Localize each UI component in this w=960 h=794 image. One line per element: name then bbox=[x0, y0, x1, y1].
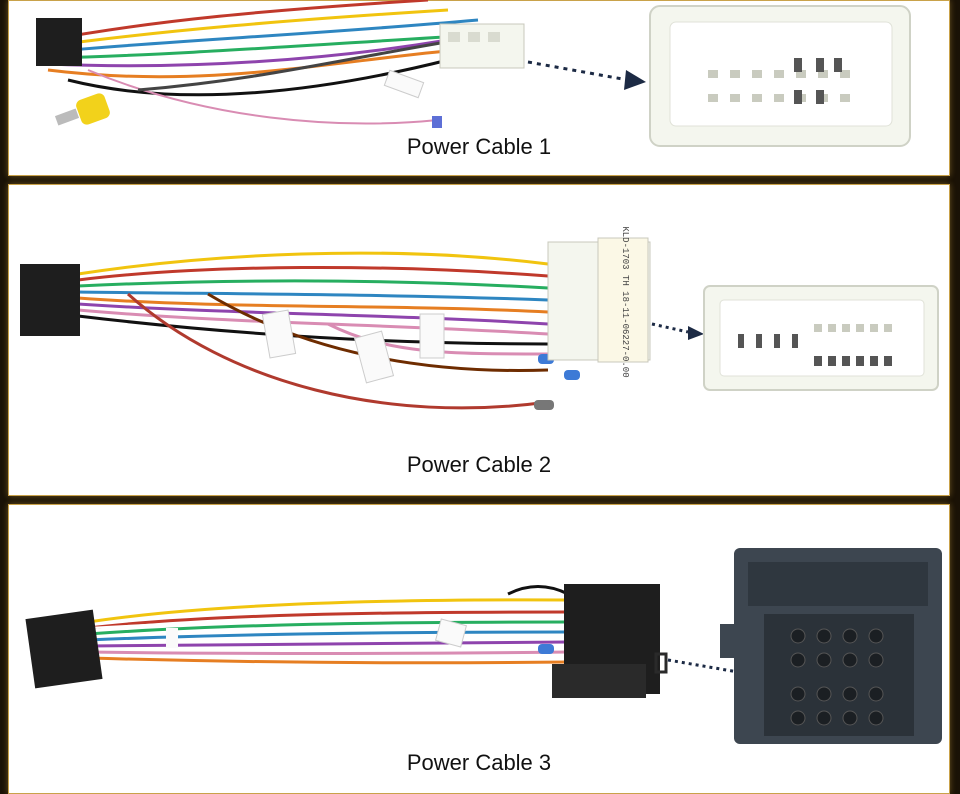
power-cable-3-caption: Power Cable 3 bbox=[406, 750, 552, 775]
power-cable-1-panel: Power Cable 1 bbox=[8, 0, 950, 176]
cable-2-connector-label: KLD-1703 TH 18-11-06227-0.00 bbox=[620, 226, 630, 377]
cable-3-connector-face bbox=[720, 548, 942, 744]
cable-1-arrow-line bbox=[527, 60, 629, 82]
cable-2-tag-1 bbox=[261, 309, 297, 359]
cable-3-black-plug bbox=[25, 609, 103, 689]
cable-2-arrow-line bbox=[651, 322, 689, 334]
rca-yellow-plug bbox=[76, 93, 110, 125]
cable-1-pin-tip bbox=[432, 116, 442, 128]
cable-3-arrow-line bbox=[667, 658, 739, 674]
cable-1-arrow-head bbox=[624, 70, 646, 90]
cable-3-tag bbox=[434, 618, 468, 648]
cable-3-black-box-plug bbox=[552, 584, 668, 698]
cable-3-tie bbox=[166, 628, 178, 648]
power-cable-2-illustration: KLD-1703 TH 18-11-06227-0.00 bbox=[20, 226, 939, 410]
cable-1-black-plug bbox=[36, 18, 82, 66]
cable-2-wires bbox=[77, 251, 549, 410]
power-cable-1-illustration bbox=[36, 0, 911, 147]
cable-3-wires bbox=[87, 585, 569, 665]
cable-2-tag-2 bbox=[353, 330, 395, 384]
cable-1-connector-face bbox=[649, 5, 911, 147]
power-cable-3-illustration bbox=[25, 548, 942, 744]
cable-1-tag bbox=[383, 69, 425, 99]
power-cable-2-caption: Power Cable 2 bbox=[406, 452, 552, 477]
cable-2-tag-3 bbox=[419, 313, 445, 359]
cable-1-white-plug bbox=[439, 23, 525, 69]
cable-2-arrow-head bbox=[688, 326, 704, 340]
power-cable-1-caption: Power Cable 1 bbox=[406, 134, 552, 159]
cable-2-tip-3 bbox=[534, 400, 554, 410]
power-cable-2-panel: KLD-1703 TH 18-11-06227-0.00 Power Cable… bbox=[8, 184, 950, 496]
cable-2-connector-face bbox=[703, 285, 939, 391]
rca-tip bbox=[54, 108, 80, 126]
power-cable-3-panel: Power Cable 3 bbox=[8, 504, 950, 794]
cable-2-white-plug: KLD-1703 TH 18-11-06227-0.00 bbox=[547, 226, 651, 378]
cable-1-wires bbox=[47, 0, 479, 125]
cable-3-tip-1 bbox=[538, 644, 554, 654]
cable-2-black-plug bbox=[20, 264, 80, 336]
cable-2-tip-2 bbox=[564, 370, 580, 380]
